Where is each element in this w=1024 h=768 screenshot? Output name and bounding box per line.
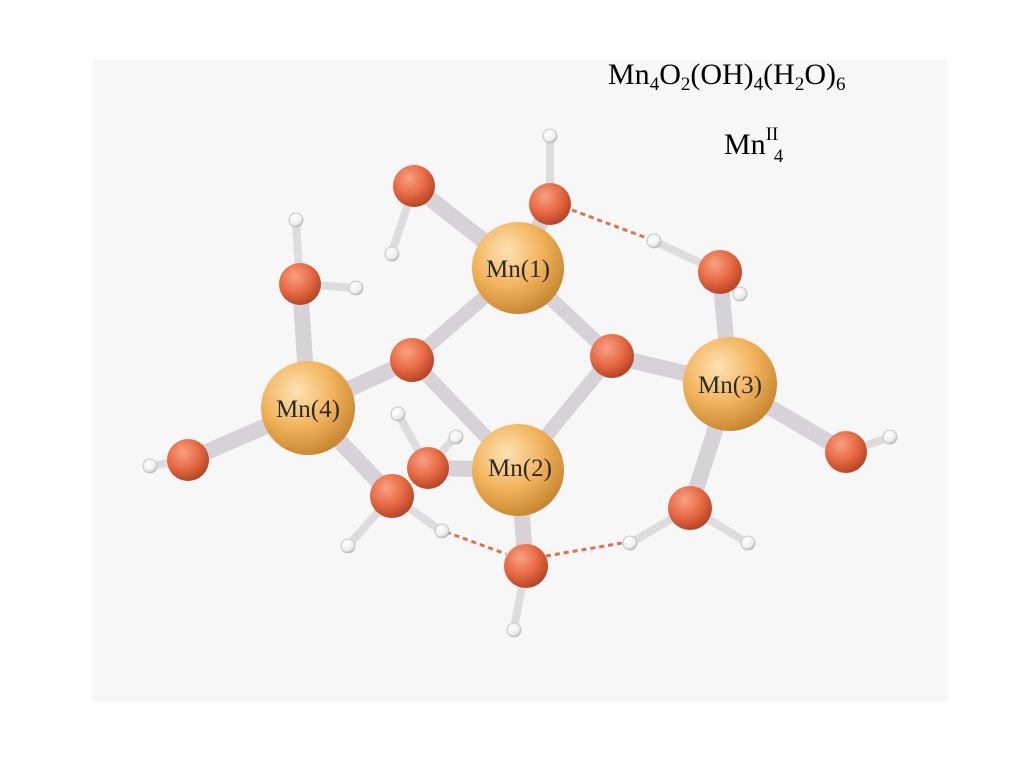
mn3-label: Mn(3) xyxy=(698,372,762,399)
formula-water-count: 6 xyxy=(835,74,846,95)
hydrogen-atom xyxy=(740,535,756,551)
hydrogen-atom xyxy=(390,406,406,422)
formula-water-close: O) xyxy=(804,58,836,91)
formula-oh-count: 4 xyxy=(753,74,764,95)
hydrogen-bond-bottom-left xyxy=(445,530,507,556)
oxygen-atom xyxy=(529,183,571,225)
hydrogen-atom xyxy=(142,458,158,474)
mn1-label: Mn(1) xyxy=(486,256,550,283)
oxygen-atom xyxy=(668,486,712,530)
hydrogen-atom xyxy=(434,523,450,539)
hydrogen-bond-bottom-right xyxy=(545,540,629,558)
hydrogen-atom xyxy=(340,538,356,554)
oxidation-sub: 4 xyxy=(773,146,784,167)
molecular-formula: Mn4O2(OH)4(H2O)6 xyxy=(608,58,845,96)
oxygen-atom xyxy=(504,544,548,588)
oxygen-atom xyxy=(167,439,209,481)
manganese-atoms xyxy=(261,222,777,516)
hydrogen-atom xyxy=(882,429,898,445)
hydrogen-atom xyxy=(448,429,464,445)
hydrogen-atom xyxy=(542,128,558,144)
oxygen-atom xyxy=(370,474,414,518)
formula-h-count: 2 xyxy=(794,74,805,95)
formula-water-open: (H xyxy=(763,58,795,91)
hydrogen-bond-layer xyxy=(445,208,653,558)
oxygen-atom xyxy=(825,431,867,473)
formula-mn-count: 4 xyxy=(649,74,660,95)
hydrogen-atom xyxy=(288,212,304,228)
oxygen-atom xyxy=(407,447,449,489)
oxygen-atom xyxy=(393,165,435,207)
mn4-label: Mn(4) xyxy=(276,396,340,423)
oxidation-base: Mn xyxy=(724,128,766,161)
hydrogen-atom xyxy=(384,246,400,262)
mn4-atom xyxy=(261,361,355,455)
hydrogen-atom xyxy=(506,622,522,638)
oxygen-atom xyxy=(698,250,742,294)
oxygen-atom xyxy=(279,263,321,305)
formula-o: O xyxy=(659,58,681,91)
formula-mn: Mn xyxy=(608,58,650,91)
mn2-atom xyxy=(472,424,564,516)
hydrogen-atoms xyxy=(142,128,898,638)
formula-o-count: 2 xyxy=(680,74,691,95)
mn3-atom xyxy=(683,337,777,431)
oxygen-atom-bridge-left xyxy=(390,338,434,382)
formula-oh: (OH) xyxy=(690,58,754,91)
oxygen-atom-bridge-right xyxy=(590,334,634,378)
mn1-atom xyxy=(472,222,564,314)
mn2-label: Mn(2) xyxy=(488,455,552,482)
hydrogen-atom xyxy=(622,535,638,551)
hydrogen-atom xyxy=(732,286,748,302)
oxidation-sup: II xyxy=(765,124,779,145)
hydrogen-bond-top xyxy=(571,208,653,242)
hydrogen-atom xyxy=(348,280,364,296)
hydrogen-atom xyxy=(646,233,662,249)
oxygen-atoms xyxy=(167,165,867,588)
